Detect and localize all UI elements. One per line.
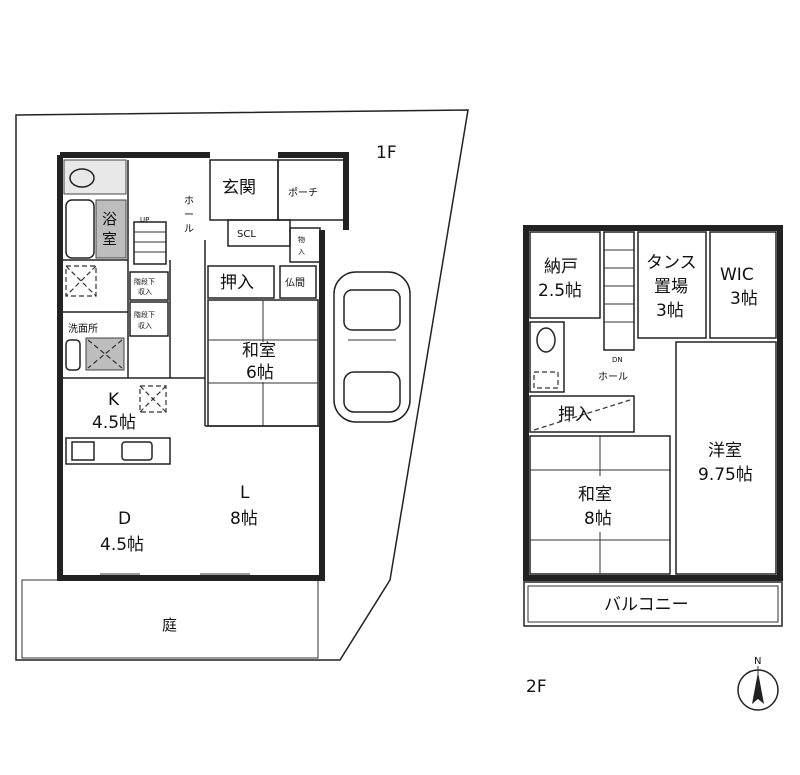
balcony-label: バルコニー (604, 595, 689, 615)
nando-size: 2.5帖 (538, 281, 582, 301)
up-mark: UP (140, 216, 149, 224)
storage-a-label-2: 収入 (138, 288, 152, 296)
monoire-label-2: 入 (298, 248, 305, 256)
scl-label: SCL (237, 229, 256, 240)
toilet-1f (63, 159, 127, 195)
tansu-size: 3帖 (656, 301, 684, 321)
tansu-room (637, 231, 707, 339)
yoshitsu-label: 洋室 (708, 441, 742, 461)
hall-char-2: ー (184, 210, 194, 221)
sink-icon (121, 441, 153, 461)
floor2-outer-wall (523, 225, 783, 581)
dn-mark: DN (612, 356, 623, 364)
balcony-area (523, 581, 783, 627)
tansu-label-2: 置場 (654, 277, 688, 297)
storage-b-label-1: 階段下 (134, 310, 155, 319)
genkan-label: 玄関 (222, 178, 256, 198)
floor1-label: 1F (376, 143, 397, 163)
washbasin-icon (65, 339, 81, 371)
washitsu-1f-label: 和室 (242, 341, 276, 361)
oshiire-2f-label: 押入 (558, 405, 592, 425)
kitchen-label: K (108, 390, 120, 410)
storage-b-label-2: 収入 (138, 322, 152, 330)
bathtub-icon (65, 199, 95, 259)
car-icon (333, 271, 411, 423)
porch-area (277, 159, 345, 221)
monoire-room (289, 227, 321, 263)
kitchen-size: 4.5帖 (92, 413, 136, 433)
washitsu-1f-size: 6帖 (246, 363, 274, 383)
stove-icon (71, 441, 95, 461)
kitchen-counter (65, 437, 171, 465)
wic-room (709, 231, 777, 339)
north-label: N (754, 656, 761, 667)
oshiire-1f (207, 265, 275, 299)
oshiire-2f (529, 395, 635, 433)
fridge-area (139, 385, 167, 413)
washitsu-2f-size: 8帖 (584, 509, 612, 529)
yokushitsu-label-1: 浴 (102, 210, 117, 228)
yokushitsu-label-2: 室 (102, 230, 117, 248)
floor2-label: 2F (526, 677, 547, 697)
garden-label: 庭 (162, 616, 177, 634)
washer-area (85, 337, 125, 371)
tansu-label-1: タンス (646, 253, 697, 273)
nando-label: 納戸 (544, 257, 578, 277)
butsuma-1f (279, 265, 317, 299)
monoire-label-1: 物 (298, 235, 305, 244)
north-compass-icon (737, 666, 779, 711)
site-boundary (15, 109, 469, 661)
dining-size: 4.5帖 (100, 535, 144, 555)
living-size: 8帖 (230, 509, 258, 529)
living-label: L (240, 483, 250, 503)
washitsu-2f-label: 和室 (578, 485, 612, 505)
floor1-outer-wall (57, 152, 349, 581)
hall-char-3: ル (184, 224, 194, 235)
hall-char-1: ホ (184, 195, 194, 207)
storage-a (129, 271, 169, 301)
oshiire-1f-label: 押入 (220, 273, 254, 293)
toilet-2f (529, 321, 565, 393)
storage-a-label-1: 階段下 (134, 277, 155, 286)
laundry-1f (65, 265, 97, 297)
yoshitsu-size: 9.75帖 (698, 465, 753, 485)
wic-label: WIC (720, 265, 754, 285)
nando-room (529, 231, 601, 319)
wic-size: 3帖 (730, 289, 758, 309)
hall-2f-label: ホール (598, 371, 628, 383)
senmenjo-label: 洗面所 (68, 323, 98, 335)
yokushitsu-room (95, 199, 127, 259)
storage-b (129, 301, 169, 337)
stairs-2f (603, 231, 635, 351)
dining-label: D (118, 509, 131, 529)
yoshitsu-room (675, 341, 777, 575)
stairs-1f (133, 221, 167, 265)
toilet-icon (69, 168, 95, 188)
butsuma-label: 仏間 (285, 277, 305, 289)
toilet-2f-icon (536, 327, 556, 353)
porch-label: ポーチ (288, 187, 318, 199)
